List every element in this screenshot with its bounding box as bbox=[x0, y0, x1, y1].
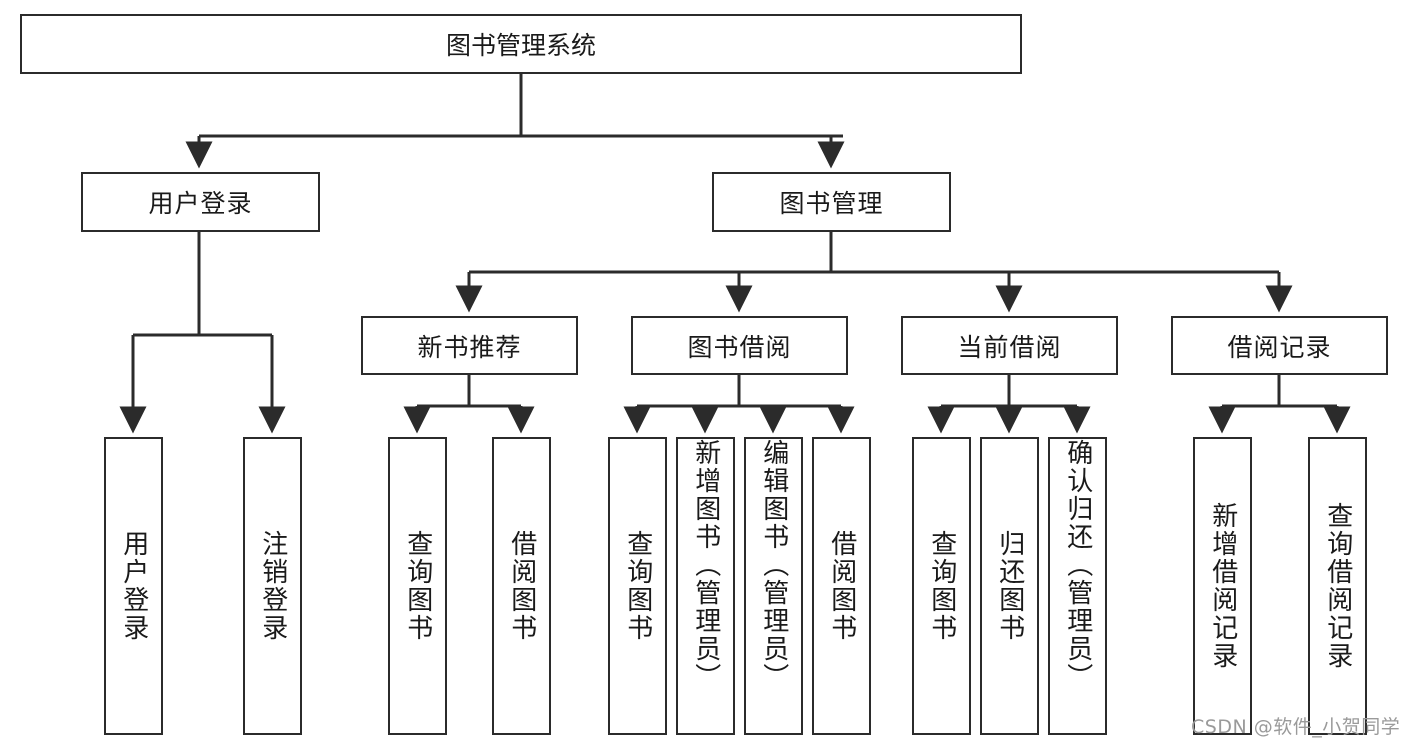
node-leaf-query-book-3[interactable]: 查询图书 bbox=[912, 437, 971, 735]
node-borrow-record[interactable]: 借阅记录 bbox=[1171, 316, 1388, 375]
node-leaf-return-book[interactable]: 归还图书 bbox=[980, 437, 1039, 735]
node-label: 新增图书（管理员） bbox=[690, 439, 721, 691]
node-leaf-add-book[interactable]: 新增图书（管理员） bbox=[676, 437, 735, 735]
node-new-book-recommend[interactable]: 新书推荐 bbox=[361, 316, 578, 375]
node-leaf-edit-book[interactable]: 编辑图书（管理员） bbox=[744, 437, 803, 735]
node-leaf-confirm-return[interactable]: 确认归还（管理员） bbox=[1048, 437, 1107, 735]
node-label: 注销登录 bbox=[257, 530, 288, 642]
node-label: 当前借阅 bbox=[957, 332, 1062, 362]
node-leaf-borrow-book-2[interactable]: 借阅图书 bbox=[812, 437, 871, 735]
node-leaf-borrow-book-1[interactable]: 借阅图书 bbox=[492, 437, 551, 735]
node-label: 借阅记录 bbox=[1227, 332, 1332, 362]
node-label: 编辑图书（管理员） bbox=[758, 439, 789, 691]
watermark: CSDN @软件_小贺同学 bbox=[1191, 716, 1401, 738]
node-leaf-query-book-2[interactable]: 查询图书 bbox=[608, 437, 667, 735]
node-label: 查询借阅记录 bbox=[1322, 502, 1353, 670]
node-user-login[interactable]: 用户登录 bbox=[81, 172, 320, 232]
node-label: 用户登录 bbox=[148, 189, 253, 218]
node-label: 归还图书 bbox=[994, 530, 1025, 642]
node-leaf-logout[interactable]: 注销登录 bbox=[243, 437, 302, 735]
node-label: 新书推荐 bbox=[417, 332, 522, 362]
node-label: 借阅图书 bbox=[506, 530, 537, 642]
node-label: 图书管理 bbox=[779, 189, 884, 218]
node-label: 查询图书 bbox=[926, 530, 957, 642]
node-label: 用户登录 bbox=[118, 530, 149, 642]
node-book-management[interactable]: 图书管理 bbox=[712, 172, 951, 232]
node-label: 借阅图书 bbox=[826, 530, 857, 642]
node-leaf-query-record[interactable]: 查询借阅记录 bbox=[1308, 437, 1367, 735]
node-leaf-user-login[interactable]: 用户登录 bbox=[104, 437, 163, 735]
node-current-borrow[interactable]: 当前借阅 bbox=[901, 316, 1118, 375]
node-root-book-management-system[interactable]: 图书管理系统 bbox=[20, 14, 1022, 74]
node-label: 确认归还（管理员） bbox=[1062, 439, 1093, 691]
node-label: 图书借阅 bbox=[687, 332, 792, 362]
node-label: 查询图书 bbox=[622, 530, 653, 642]
node-leaf-query-book-1[interactable]: 查询图书 bbox=[388, 437, 447, 735]
node-label: 新增借阅记录 bbox=[1207, 502, 1238, 670]
node-leaf-add-record[interactable]: 新增借阅记录 bbox=[1193, 437, 1252, 735]
node-label: 查询图书 bbox=[402, 530, 433, 642]
node-label: 图书管理系统 bbox=[445, 31, 596, 60]
node-book-borrow[interactable]: 图书借阅 bbox=[631, 316, 848, 375]
